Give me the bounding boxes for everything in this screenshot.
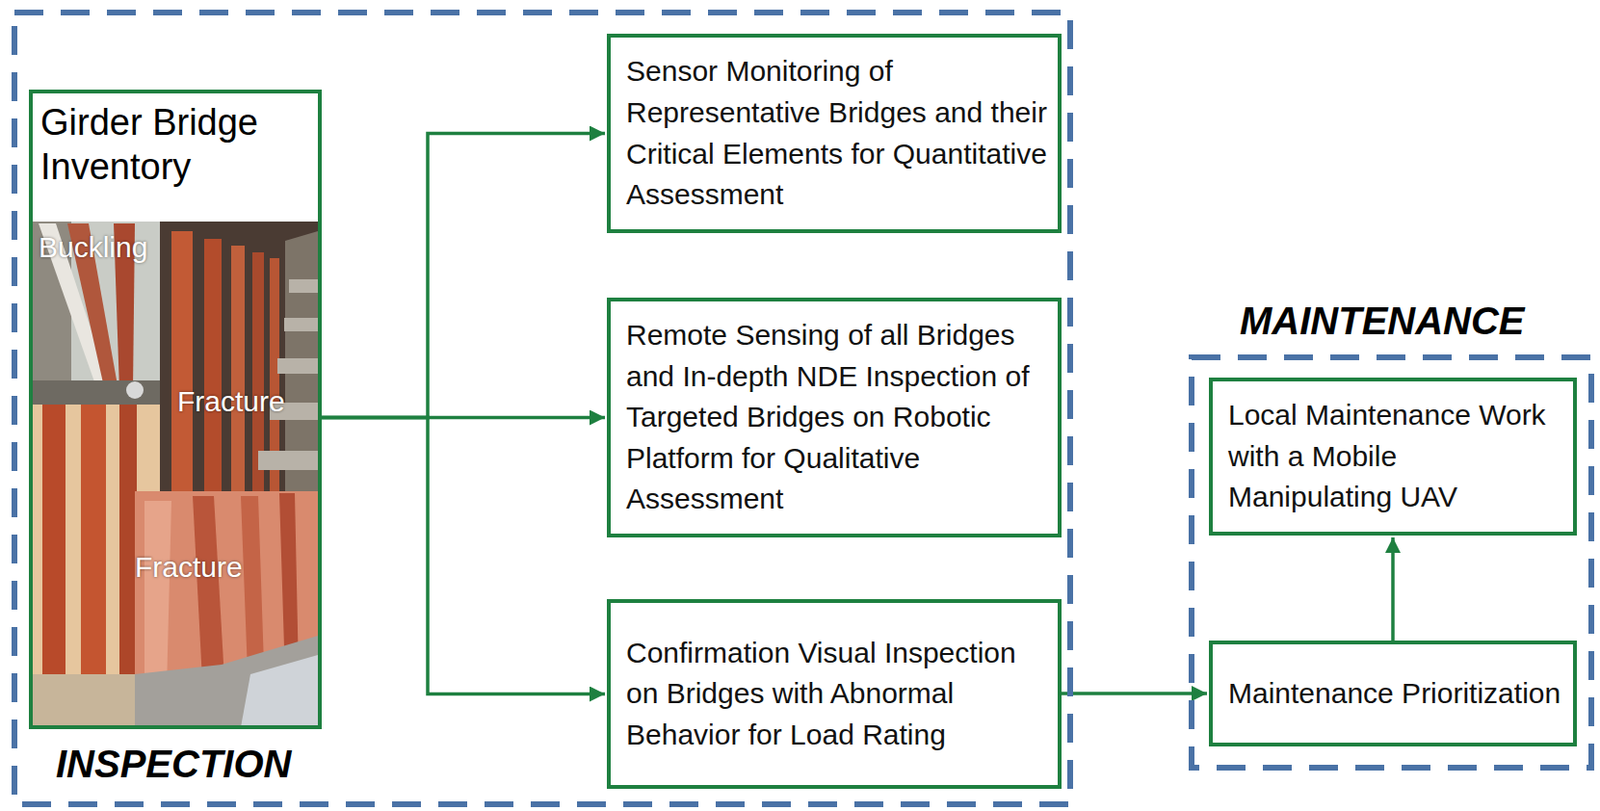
inventory-title: Girder Bridge Inventory — [32, 93, 318, 199]
dashed-border — [14, 12, 1071, 805]
buckling-photo — [32, 221, 160, 407]
girder-photo — [159, 221, 318, 494]
flow-arrow — [321, 133, 605, 419]
photo-label: Fracture — [134, 550, 243, 583]
photo-label: Fracture — [177, 385, 286, 418]
box-text: Maintenance Prioritization — [1228, 673, 1564, 715]
flow-arrow — [1390, 537, 1395, 641]
flow-arrow — [1061, 691, 1207, 696]
process-box: Local Maintenance Work with a Mobile Man… — [1208, 377, 1577, 536]
region-title: INSPECTION — [55, 741, 291, 787]
dashed-region: INSPECTION Girder Bridge Inventory Sensor … — [11, 9, 1074, 808]
photo-label: Buckling — [38, 231, 148, 263]
process-box: Sensor Monitoring of Representative Brid… — [606, 33, 1062, 234]
box-text: Local Maintenance Work with a Mobile Man… — [1228, 394, 1564, 519]
process-box: Confirmation Visual Inspection on Bridge… — [606, 599, 1062, 789]
box-text: Sensor Monitoring of Representative Brid… — [626, 51, 1049, 215]
process-box: Maintenance Prioritization — [1208, 640, 1577, 747]
process-box: Remote Sensing of all Bridges and In-dep… — [606, 297, 1062, 538]
flow-arrow — [321, 418, 605, 695]
box-text: Remote Sensing of all Bridges and In-dep… — [626, 314, 1049, 521]
dashed-region: MAINTENANCELocal Maintenance Work with a… — [1188, 354, 1595, 771]
dashed-border — [1191, 357, 1592, 768]
flow-arrow — [321, 416, 605, 420]
box-text: Confirmation Visual Inspection on Bridge… — [626, 632, 1049, 757]
region-title: MAINTENANCE — [1239, 298, 1525, 343]
fracture-photo — [134, 491, 318, 728]
